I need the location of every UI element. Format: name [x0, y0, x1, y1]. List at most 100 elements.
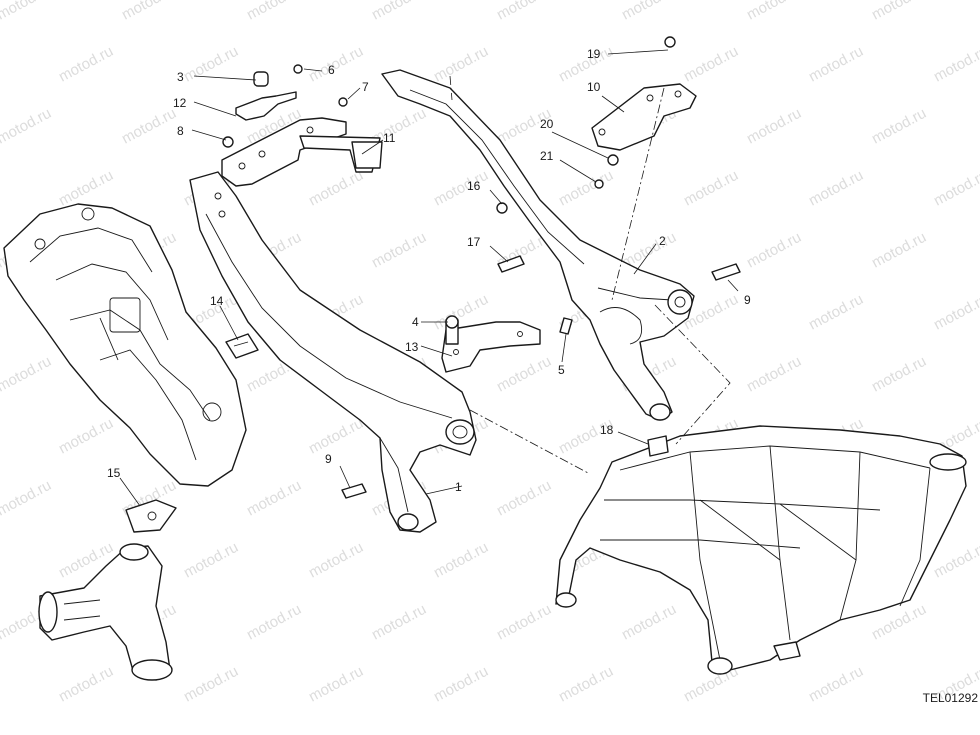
- callout-labels: 1 2 3 4 5 6 7 8 9 9 10 11 12 13 14 15 16…: [107, 47, 751, 494]
- watermark-text: motod.ru: [119, 0, 179, 24]
- watermark-text: motod.ru: [119, 105, 179, 148]
- callout-19: 19: [587, 47, 601, 61]
- callout-10: 10: [587, 80, 601, 94]
- watermark-text: motod.ru: [244, 477, 304, 520]
- watermark-text: motod.ru: [619, 0, 679, 24]
- callout-16: 16: [467, 179, 481, 193]
- callout-17: 17: [467, 235, 481, 249]
- watermark-text: motod.ru: [869, 229, 929, 272]
- watermark-text: motod.ru: [806, 291, 866, 334]
- watermark-text: motod.ru: [369, 229, 429, 272]
- rear-undertray: [3, 203, 247, 487]
- strap-11: [351, 141, 383, 169]
- callout-9-upper: 9: [744, 293, 751, 307]
- watermark-text: motod.ru: [56, 663, 116, 706]
- watermark-text: motod.ru: [306, 415, 366, 458]
- air-intake-duct: [38, 543, 173, 681]
- screw-7: [338, 97, 348, 107]
- bracket-10: [591, 36, 697, 151]
- bracket-plate: [221, 91, 381, 187]
- watermark-text: motod.ru: [806, 167, 866, 210]
- screw-5: [559, 317, 573, 335]
- callout-20: 20: [540, 117, 554, 131]
- watermark-text: motod.ru: [306, 167, 366, 210]
- watermark-text: motod.ru: [56, 415, 116, 458]
- bolt-9-lower: [341, 483, 367, 499]
- watermark-text: motod.ru: [931, 291, 980, 334]
- drawing-reference-code: TEL01292: [922, 691, 978, 705]
- callout-18: 18: [600, 423, 614, 437]
- watermark-text: motod.ru: [244, 601, 304, 644]
- watermark-text: motod.ru: [556, 167, 616, 210]
- rear-subframe: [189, 171, 477, 533]
- watermark-text: motod.ru: [181, 43, 241, 86]
- frame-rail: [381, 69, 695, 421]
- watermark-text: motod.ru: [431, 663, 491, 706]
- watermark-text: motod.ru: [0, 105, 54, 148]
- watermark-text: motod.ru: [369, 0, 429, 24]
- main-frame-trellis: [555, 425, 967, 675]
- watermark-text: motod.ru: [0, 0, 54, 24]
- watermark-text: motod.ru: [181, 663, 241, 706]
- rubber-pad-14: [225, 333, 259, 359]
- callout-5: 5: [558, 363, 565, 377]
- watermark-text: motod.ru: [869, 0, 929, 24]
- watermark-text: motod.ru: [431, 167, 491, 210]
- watermark-text: motod.ru: [744, 229, 804, 272]
- washer-20: [607, 154, 619, 166]
- watermark-text: motod.ru: [306, 663, 366, 706]
- watermark-text: motod.ru: [681, 43, 741, 86]
- callout-12: 12: [173, 96, 187, 110]
- spacer-18: [647, 435, 669, 457]
- watermark-text: motod.ru: [556, 663, 616, 706]
- callout-21: 21: [540, 149, 554, 163]
- watermark-text: motod.ru: [869, 105, 929, 148]
- bracket-13: [441, 321, 541, 373]
- rubber-bush-3: [253, 71, 269, 87]
- watermark-text: motod.ru: [181, 539, 241, 582]
- screw-8: [222, 136, 234, 148]
- watermark-text: motod.ru: [306, 43, 366, 86]
- watermark-text: motod.ru: [806, 663, 866, 706]
- watermark-text: motod.ru: [244, 0, 304, 24]
- watermark-text: motod.ru: [306, 539, 366, 582]
- callout-7: 7: [362, 80, 369, 94]
- watermark-text: motod.ru: [744, 0, 804, 24]
- callout-13: 13: [405, 340, 419, 354]
- clip-17: [497, 255, 525, 273]
- callout-9-lower: 9: [325, 452, 332, 466]
- callout-6: 6: [328, 63, 335, 77]
- watermark-text: motod.ru: [494, 477, 554, 520]
- watermark-text: motod.ru: [494, 353, 554, 396]
- watermark-text: motod.ru: [431, 539, 491, 582]
- callout-8: 8: [177, 124, 184, 138]
- watermark-text: motod.ru: [931, 539, 980, 582]
- bolt-9-upper: [711, 263, 741, 281]
- callout-1: 1: [455, 480, 462, 494]
- callout-15: 15: [107, 466, 121, 480]
- watermark-text: motod.ru: [931, 167, 980, 210]
- fasteners: [222, 64, 741, 499]
- watermark-text: motod.ru: [619, 601, 679, 644]
- watermark-text: motod.ru: [56, 43, 116, 86]
- screw-6: [293, 64, 303, 74]
- watermark-text: motod.ru: [744, 105, 804, 148]
- watermark-text: motod.ru: [0, 353, 54, 396]
- leader-lines: [119, 49, 739, 507]
- watermark-text: motod.ru: [931, 43, 980, 86]
- callout-2: 2: [659, 234, 666, 248]
- watermark-text: motod.ru: [806, 43, 866, 86]
- watermark-text: motod.ru: [431, 43, 491, 86]
- watermark-text: motod.ru: [494, 601, 554, 644]
- watermark-text: motod.ru: [744, 353, 804, 396]
- watermark-text: motod.ru: [56, 167, 116, 210]
- callout-11: 11: [383, 131, 396, 145]
- callout-14: 14: [210, 294, 224, 308]
- nut-21: [594, 179, 604, 189]
- watermark-text: motod.ru: [681, 167, 741, 210]
- nut-16: [496, 202, 508, 214]
- assembly-lines: [449, 75, 731, 475]
- callout-4: 4: [412, 315, 419, 329]
